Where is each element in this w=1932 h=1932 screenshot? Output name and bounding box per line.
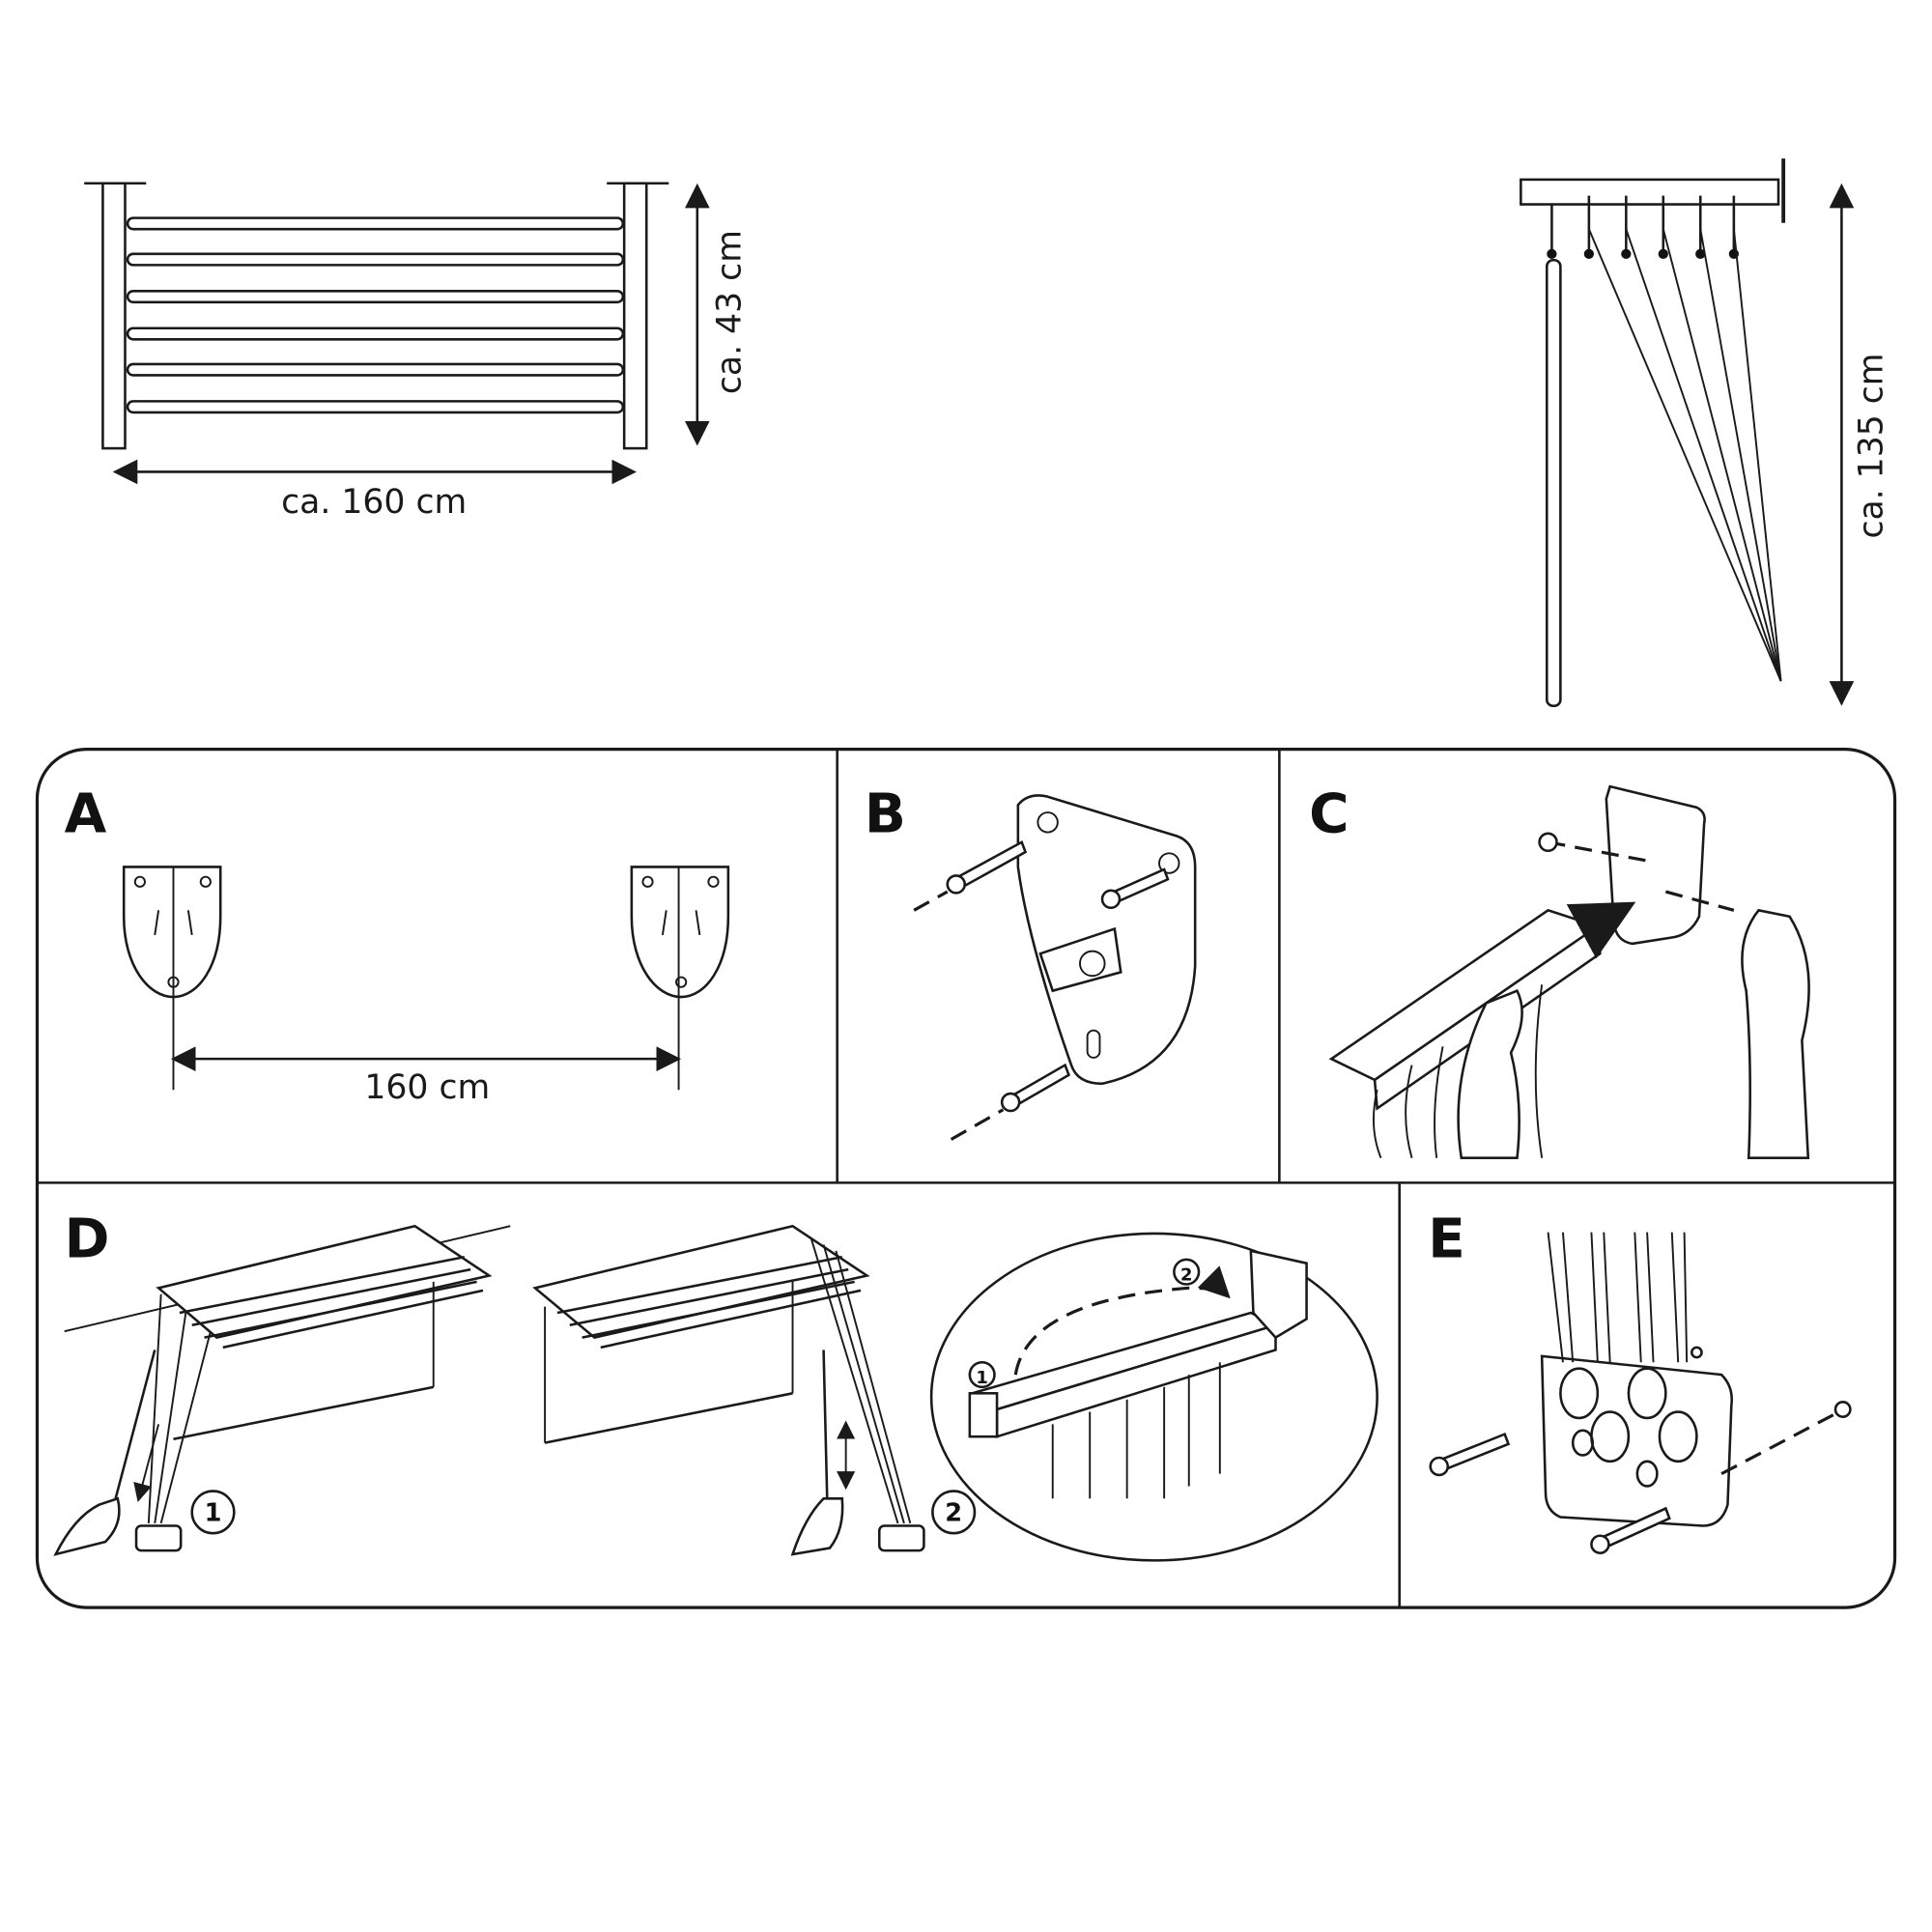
screw-icon bbox=[1590, 1506, 1671, 1554]
cleat-rings bbox=[1559, 1367, 1698, 1488]
bracket-plate bbox=[1605, 784, 1706, 946]
svg-text:1: 1 bbox=[976, 1368, 987, 1388]
wall-bracket-right bbox=[630, 866, 730, 999]
step-d-panel: D 1 bbox=[53, 1208, 1378, 1562]
strings bbox=[1587, 228, 1782, 682]
drying-rods bbox=[126, 216, 625, 414]
screw-icon bbox=[946, 839, 1028, 895]
width-label: ca. 160 cm bbox=[281, 483, 467, 522]
step-e-panel: E bbox=[1428, 1208, 1852, 1554]
step-c-label: C bbox=[1309, 783, 1349, 846]
hooks bbox=[1547, 195, 1739, 259]
nut-icon bbox=[1833, 1401, 1852, 1418]
cord-cleat-plate bbox=[1540, 1354, 1733, 1527]
step-c-panel: C bbox=[1309, 783, 1810, 1159]
svg-text:1: 1 bbox=[205, 1498, 222, 1527]
hand-icon bbox=[790, 1497, 844, 1556]
rail-bar bbox=[1328, 908, 1601, 1082]
wall-bracket-left bbox=[122, 866, 222, 999]
hand-icon bbox=[53, 1496, 121, 1556]
step-b-label: B bbox=[865, 783, 906, 846]
height-label: ca. 43 cm bbox=[711, 230, 750, 394]
step-a-panel: A 160 cm bbox=[65, 783, 730, 1107]
side-view-diagram: ca. 135 cm bbox=[1520, 158, 1891, 708]
end-cap-inset: 1 2 bbox=[929, 1232, 1378, 1562]
screw-icon bbox=[1100, 867, 1170, 910]
nut-icon bbox=[1538, 832, 1558, 853]
hand-icon bbox=[1457, 989, 1523, 1159]
rack-raised-illustration: 2 bbox=[532, 1224, 977, 1556]
step-e-label: E bbox=[1428, 1208, 1465, 1270]
svg-text:2: 2 bbox=[1180, 1265, 1192, 1286]
rack-lowering-illustration: 1 bbox=[53, 1224, 493, 1556]
drop-label: ca. 135 cm bbox=[1853, 354, 1891, 539]
spacing-label: 160 cm bbox=[364, 1068, 490, 1107]
step-d-label: D bbox=[65, 1208, 110, 1270]
screw-icon bbox=[1429, 1432, 1511, 1477]
hand-icon bbox=[1741, 908, 1810, 1159]
screw-icon bbox=[1000, 1063, 1070, 1113]
step-b-panel: B bbox=[865, 783, 1197, 1141]
step-number-circle bbox=[931, 1490, 977, 1535]
step-a-label: A bbox=[65, 783, 107, 846]
hanging-rod bbox=[1546, 258, 1562, 708]
steps-frame bbox=[35, 748, 1897, 1609]
step-number-circle bbox=[190, 1490, 236, 1535]
svg-text:2: 2 bbox=[945, 1498, 962, 1527]
front-view-diagram: ca. 43 cm ca. 160 cm bbox=[84, 182, 750, 522]
